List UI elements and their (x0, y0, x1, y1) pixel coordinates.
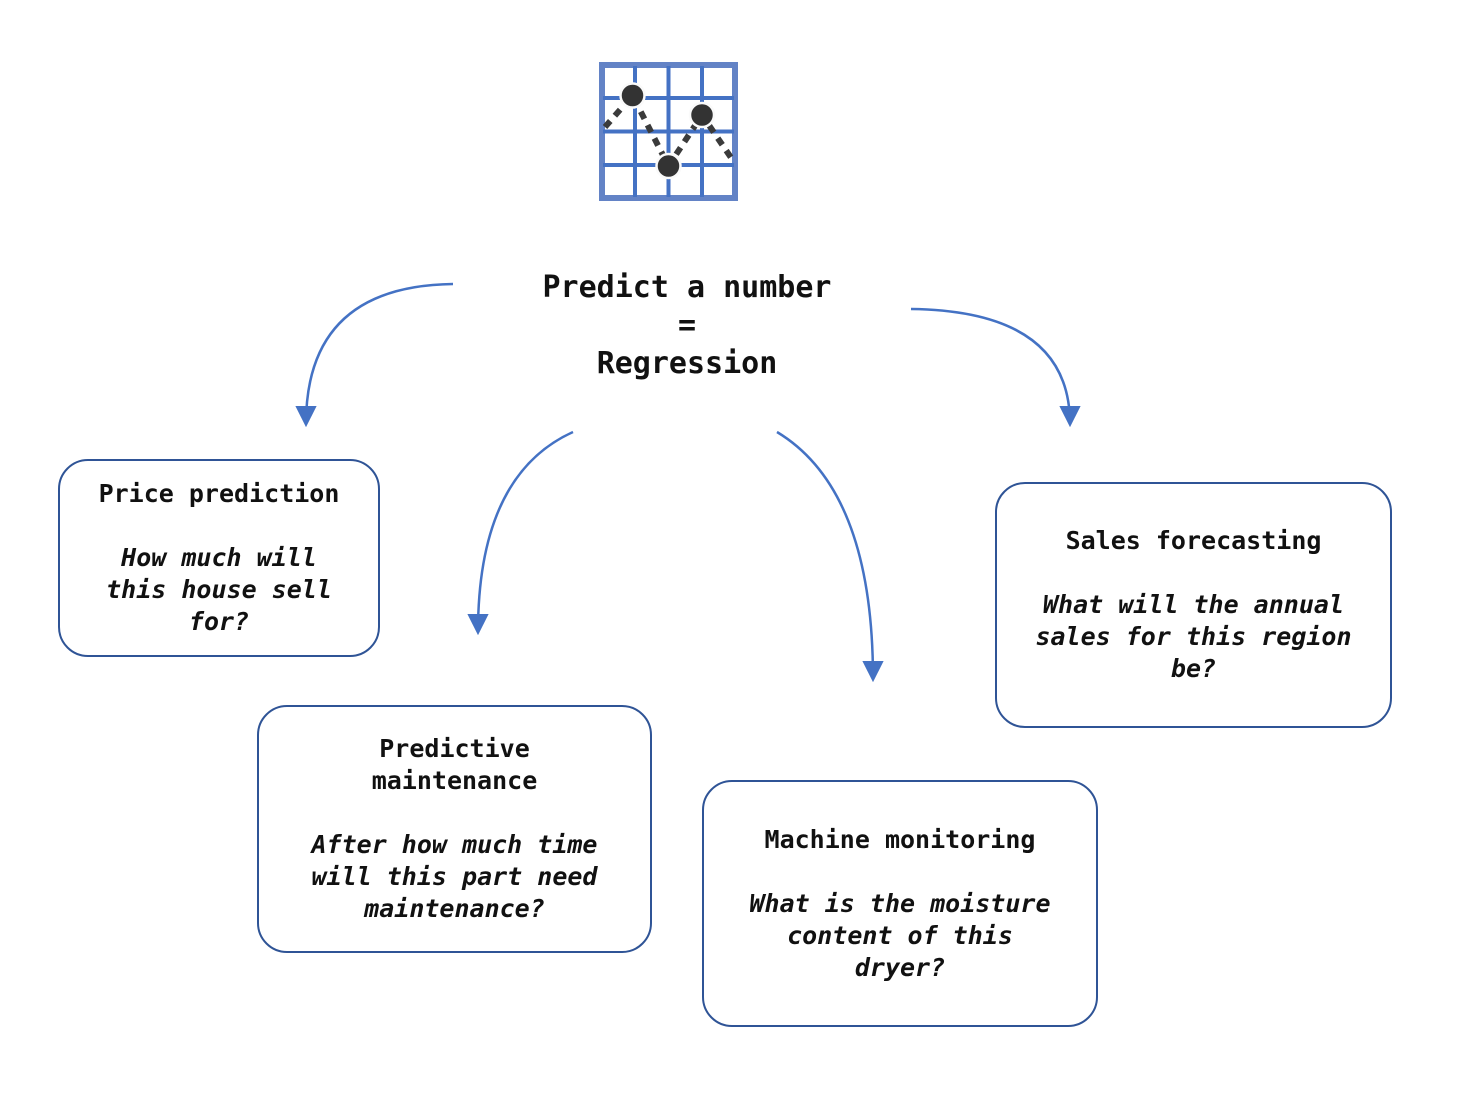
use-case-box-predictive-maintenance: Predictive maintenance After how much ti… (257, 705, 652, 953)
use-case-box-price-prediction: Price prediction How much will this hous… (58, 459, 380, 657)
use-case-box-machine-monitoring: Machine monitoring What is the moisture … (702, 780, 1098, 1027)
arrow-to-machine-monitoring (776, 430, 884, 683)
box-title: Price prediction (98, 479, 340, 508)
icon-data-points (619, 82, 716, 180)
box-question: How much will this house sell for? (106, 543, 332, 636)
box-title: Predictive maintenance (371, 734, 538, 795)
box-title: Sales forecasting (1065, 526, 1322, 555)
line-chart-icon (599, 62, 738, 201)
arrow-to-price-prediction (295, 282, 454, 428)
box-question: After how much time will this part need … (311, 830, 598, 923)
use-case-box-sales-forecasting: Sales forecasting What will the annual s… (995, 482, 1392, 728)
main-title: Predict a number = Regression (542, 270, 832, 381)
arrow-to-predictive-maintenance (467, 430, 574, 636)
arrow-to-sales-forecasting (910, 307, 1081, 428)
box-question: What is the moisture content of this dry… (749, 888, 1051, 982)
box-title: Machine monitoring (764, 824, 1036, 854)
box-question: What will the annual sales for this regi… (1035, 590, 1352, 683)
